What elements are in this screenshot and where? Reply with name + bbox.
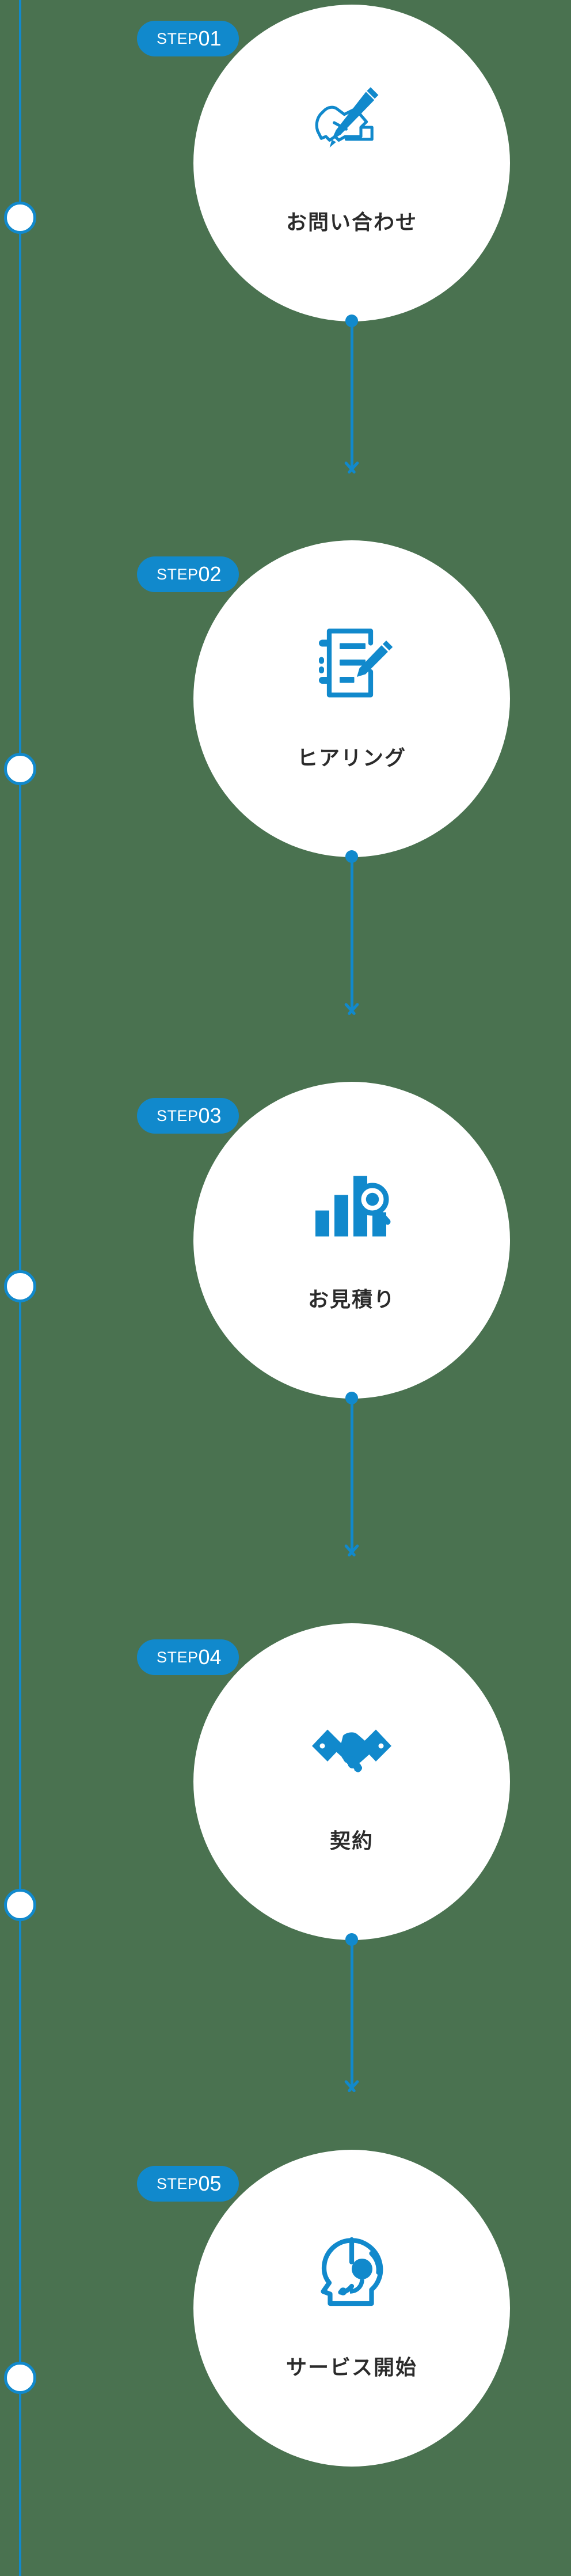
step-badge-number: 03	[198, 1104, 222, 1127]
connector-01-02	[342, 315, 361, 482]
step-badge-word: STEP	[157, 1107, 199, 1124]
connector-arrowhead-icon	[342, 2081, 361, 2093]
document-pencil-icon	[319, 628, 393, 698]
timeline-rail-dot	[4, 1889, 36, 1921]
connector-line	[350, 855, 353, 1009]
timeline-rail	[0, 0, 46, 2576]
handshake-icon	[312, 1729, 391, 1772]
step-icon-wrap	[193, 597, 510, 729]
bar-chart-magnifier-icon	[315, 1176, 391, 1237]
step-icon-wrap	[193, 61, 510, 194]
connector-03-04	[342, 1392, 361, 1564]
connector-line	[350, 1396, 353, 1551]
step-badge-word: STEP	[157, 29, 199, 47]
connector-04-05	[342, 1933, 361, 2100]
connector-arrowhead-icon	[342, 462, 361, 475]
timeline-rail-dot	[4, 753, 36, 785]
step-badge-number: 04	[198, 1645, 222, 1669]
headset-operator-icon	[321, 2237, 383, 2306]
step-icon-wrap	[193, 2206, 510, 2339]
connector-arrowhead-icon	[342, 1545, 361, 1558]
step-label: サービス開始	[286, 2355, 417, 2379]
step-circle	[193, 1082, 510, 1399]
timeline-rail-dot	[4, 202, 36, 234]
step-badge-word: STEP	[157, 565, 199, 583]
timeline-rail-dot	[4, 2362, 36, 2394]
connector-line	[350, 1938, 353, 2086]
timeline-rail-dot	[4, 1270, 36, 1302]
step-icon-wrap	[193, 1680, 510, 1812]
step-badge-number: 05	[198, 2172, 222, 2195]
step-badge-number: 01	[198, 26, 222, 50]
step-circle	[193, 2150, 510, 2467]
connector-line	[350, 319, 353, 468]
step-circle	[193, 540, 510, 857]
step-badge-number: 02	[198, 562, 222, 586]
connector-02-03	[342, 850, 361, 1023]
step-label: 契約	[329, 1829, 374, 1853]
step-icon-wrap	[193, 1138, 510, 1271]
step-badge-word: STEP	[157, 2175, 199, 2192]
connector-arrowhead-icon	[342, 1003, 361, 1016]
step-label: お問い合わせ	[286, 210, 417, 234]
hand-writing-pen-icon	[315, 87, 379, 148]
step-circle	[193, 1623, 510, 1940]
step-badge-word: STEP	[157, 1648, 199, 1666]
step-label: ヒアリング	[296, 746, 406, 770]
step-label: お見積り	[307, 1287, 395, 1311]
step-circle	[193, 5, 510, 321]
